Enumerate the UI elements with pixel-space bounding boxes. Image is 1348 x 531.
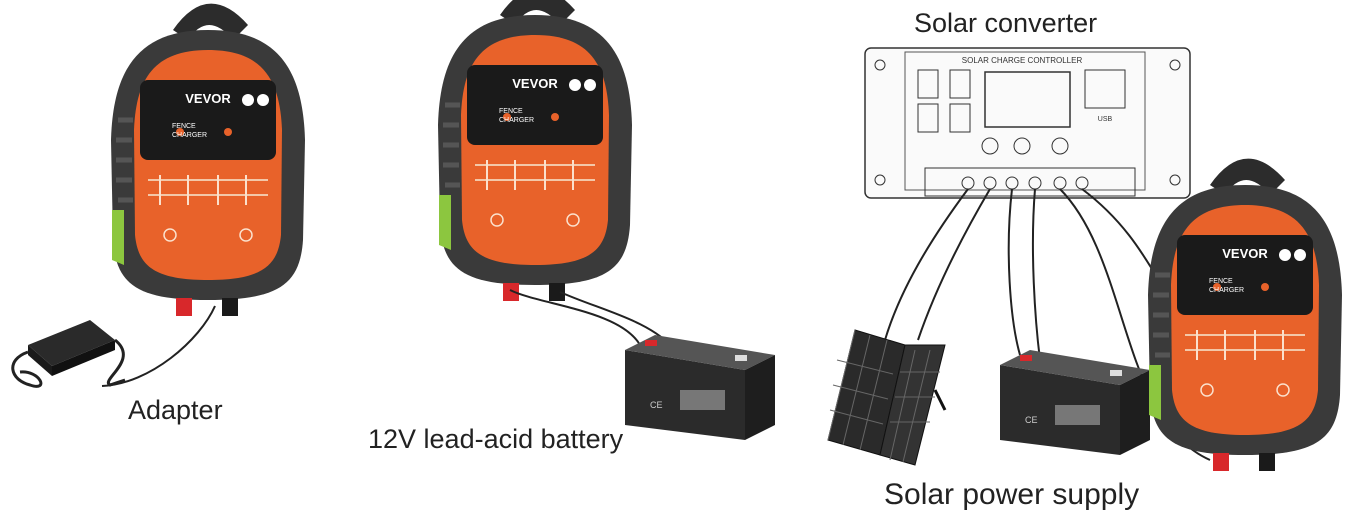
- charger2-label-2: CHARGER: [499, 117, 534, 124]
- charger3-label-2: CHARGER: [1209, 287, 1244, 294]
- charger2-brand: VEVOR: [512, 76, 558, 91]
- battery2-ce-mark: CE: [1025, 415, 1038, 425]
- battery1-ce-mark: CE: [650, 400, 663, 410]
- lead-acid-battery-1: [625, 335, 775, 440]
- charger1-brand: VEVOR: [185, 91, 231, 106]
- battery2-wire-neg: [1031, 188, 1041, 361]
- solar-converter-caption: Solar converter: [914, 8, 1098, 38]
- charger3-brand: VEVOR: [1222, 246, 1268, 261]
- adapter-caption: Adapter: [128, 395, 223, 425]
- solar-power-supply-caption: Solar power supply: [884, 478, 1140, 511]
- controller-usb-label: USB: [1098, 116, 1113, 123]
- charger3-label-1: FENCE: [1209, 278, 1233, 285]
- adapter-cord-loop: [11, 350, 43, 388]
- panel-wire-neg: [917, 188, 991, 341]
- adapter-setup: [11, 4, 305, 388]
- controller-title: SOLAR CHARGE CONTROLLER: [962, 56, 1083, 65]
- fence-charger-2: [438, 0, 632, 301]
- solar-panel: [827, 329, 947, 466]
- battery-setup: [438, 0, 775, 440]
- battery2-wire-pos: [1007, 188, 1021, 356]
- solar-setup: SOLAR CHARGE CONTROLLER USB: [827, 47, 1342, 471]
- battery-caption: 12V lead-acid battery: [368, 424, 624, 454]
- power-adapter: [28, 320, 115, 376]
- fence-charger-1: [111, 4, 305, 316]
- lead-acid-battery-2: [1000, 350, 1150, 455]
- solar-charge-controller: [864, 47, 1191, 199]
- panel-wire-pos: [884, 188, 969, 341]
- battery-wire-pos: [509, 289, 641, 346]
- adapter-to-charger-wire: [101, 305, 216, 387]
- charger2-label-1: FENCE: [499, 108, 523, 115]
- charger1-label-2: CHARGER: [172, 132, 207, 139]
- charger1-label-1: FENCE: [172, 123, 196, 130]
- fence-charger-3: [1148, 159, 1342, 471]
